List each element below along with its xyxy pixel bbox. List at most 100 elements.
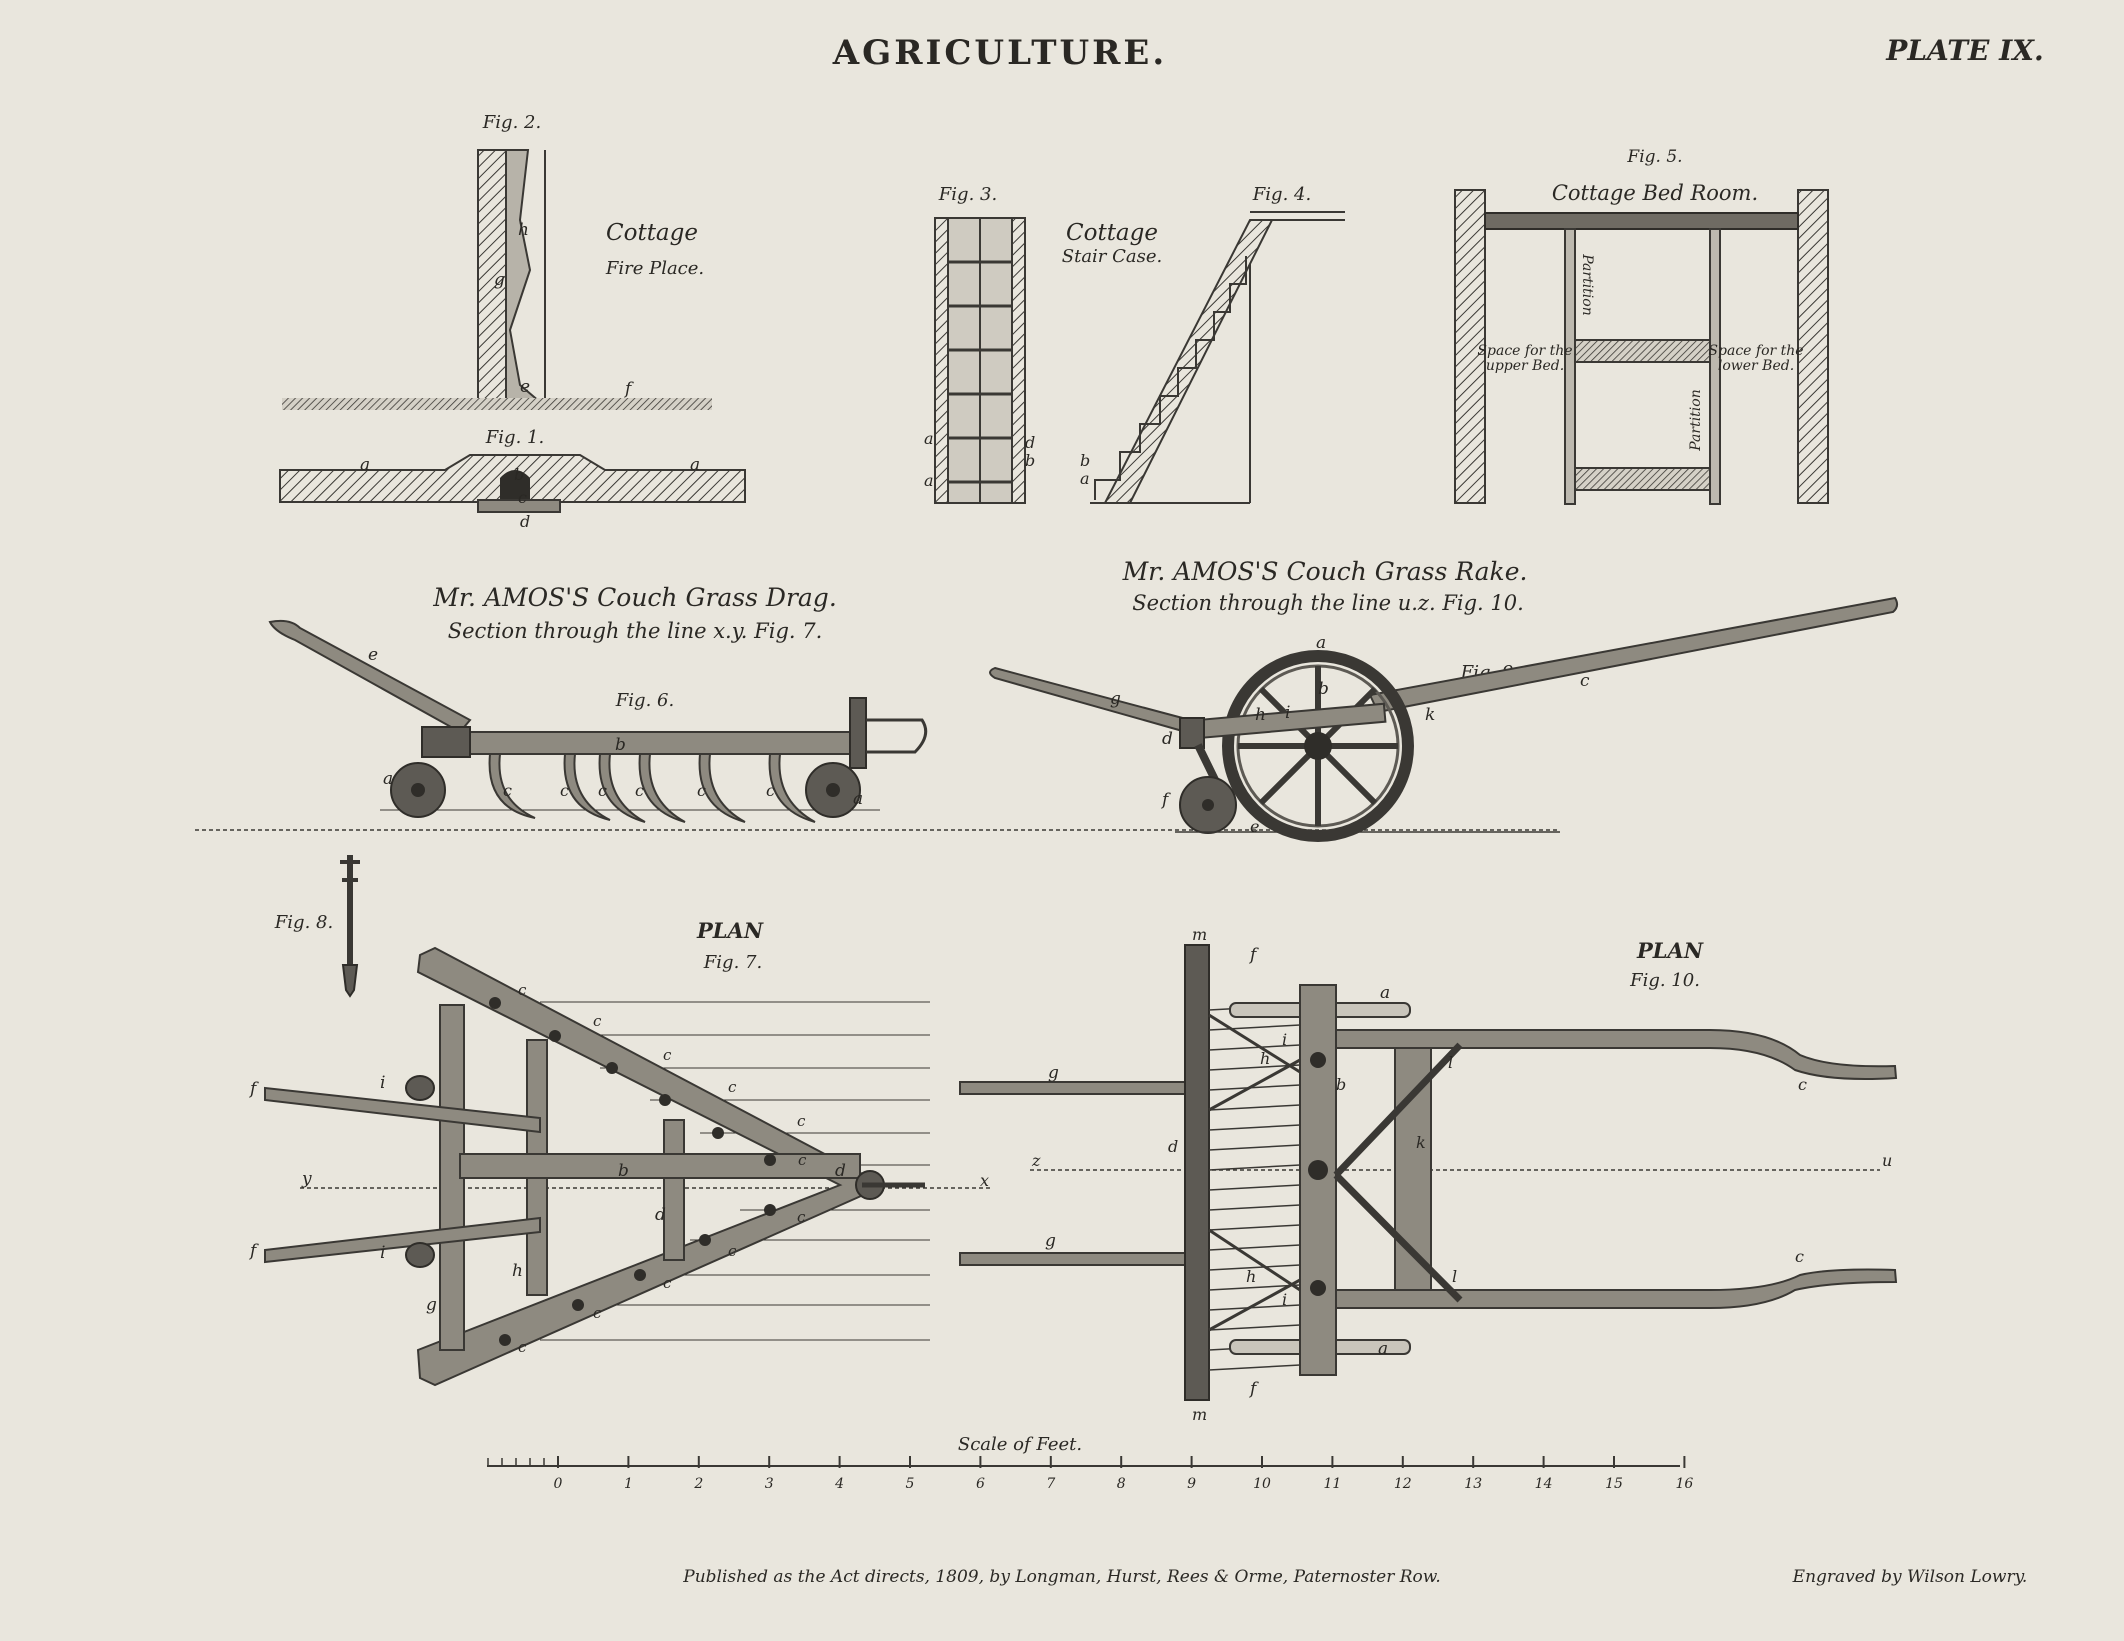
scale-tick-label: 0: [554, 1476, 563, 1492]
fig7-letter-c7: c: [728, 1242, 737, 1260]
fig1-letter-d: d: [520, 512, 530, 531]
fig2-letter-g: g: [494, 270, 505, 290]
fig6-letter-c5: c: [697, 781, 706, 800]
fig6-letter-a-left: a: [383, 769, 393, 789]
fig4-letter-b: b: [1080, 451, 1090, 470]
fig6-letter-e: e: [368, 645, 378, 665]
fig7-letter-c11: c: [798, 1151, 807, 1169]
fig4-letter-a: a: [1080, 469, 1090, 488]
fig9-letter-k: k: [1425, 705, 1435, 725]
fig10-letter-g-bottom: g: [1045, 1231, 1056, 1251]
plate-title: AGRICULTURE.: [832, 33, 1167, 73]
fig7-letter-y: y: [301, 1169, 312, 1189]
fig6-letter-c1: c: [503, 781, 512, 800]
fig10-letter-z: z: [1031, 1151, 1041, 1170]
fig6-letter-c2: c: [560, 781, 569, 800]
fig7-letter-b: b: [618, 1161, 629, 1181]
fig7-letter-d-mid: d: [655, 1205, 666, 1225]
fig10-number: Fig. 10.: [1629, 970, 1700, 991]
fig9-letter-d: d: [1162, 729, 1173, 749]
scale-tick-label: 13: [1464, 1476, 1482, 1492]
fig10-heading: PLAN: [1636, 938, 1704, 963]
fig5-bed-room: Fig. 5. Cottage Bed Room. Partition Part…: [1454, 147, 1829, 505]
fig7-letter-c8: c: [663, 1274, 672, 1292]
fig2-title: Cottage: [606, 220, 698, 246]
fig7-letter-c5: c: [797, 1112, 806, 1130]
fig10-letter-h-top: h: [1260, 1049, 1270, 1068]
fig9-title: Mr. AMOS'S Couch Grass Rake.: [1122, 557, 1528, 586]
fig9-subtitle: Section through the line u.z. Fig. 10.: [1132, 591, 1524, 615]
fig3-stair-section: Fig. 3. a a d b: [924, 184, 1035, 504]
fig5-title: Cottage Bed Room.: [1552, 181, 1758, 205]
fig10-letter-u: u: [1882, 1151, 1892, 1170]
fig9-letter-e: e: [1250, 817, 1259, 836]
fig1-hearth-section: Fig. 1. a a b c d: [279, 427, 746, 531]
engraver-credit: Engraved by Wilson Lowry.: [1792, 1567, 2028, 1587]
fig5-space-upper-line2: upper Bed.: [1486, 358, 1564, 374]
scale-tick-label: 7: [1046, 1476, 1055, 1492]
fig10-letter-c-bottom: c: [1795, 1247, 1804, 1266]
fig10-letter-f-bottom: f: [1248, 1379, 1259, 1399]
fig10-letter-i-top: i: [1282, 1030, 1287, 1049]
fig5-space-lower-line2: lower Bed.: [1718, 358, 1794, 374]
scale-tick-label: 6: [976, 1476, 985, 1492]
fig6-letter-c3: c: [598, 781, 607, 800]
fig9-letter-a: a: [1316, 633, 1326, 653]
fig6-subtitle: Section through the line x.y. Fig. 7.: [448, 619, 823, 643]
fig2-letter-e: e: [520, 377, 530, 397]
fig9-letter-h: h: [1255, 705, 1266, 725]
fig5-number: Fig. 5.: [1626, 147, 1682, 167]
fig3-letter-a-top: a: [924, 429, 934, 448]
scale-tick-label: 3: [765, 1476, 774, 1492]
fig7-letter-c4: c: [728, 1078, 737, 1096]
fig2-letter-f: f: [623, 379, 634, 399]
fig7-number: Fig. 7.: [703, 952, 762, 973]
fig7-heading: PLAN: [696, 918, 764, 943]
fig9-rake-elevation: Mr. AMOS'S Couch Grass Rake. Section thr…: [989, 557, 1899, 842]
fig10-letter-l-bottom: l: [1452, 1267, 1457, 1286]
fig7-letter-c3: c: [663, 1046, 672, 1064]
fig4-number: Fig. 4.: [1252, 184, 1311, 205]
scale-tick-label: 16: [1675, 1476, 1693, 1492]
fig10-letter-k: k: [1416, 1133, 1426, 1152]
scale-tick-label: 11: [1323, 1476, 1341, 1492]
fig3-letter-d: d: [1025, 433, 1035, 452]
fig10-letter-m-bottom: m: [1192, 1405, 1207, 1424]
fig7-letter-c1: c: [518, 981, 527, 999]
fig5-partition-lower: Partition: [1688, 389, 1704, 451]
fig10-letter-x: x: [980, 1171, 989, 1190]
fig5-space-upper-line1: Space for the: [1477, 343, 1572, 359]
fig7-letter-h: h: [512, 1261, 523, 1281]
scale-tick-label: 1: [624, 1476, 633, 1492]
fig9-letter-c: c: [1580, 671, 1590, 691]
fig10-letter-g-top: g: [1048, 1063, 1059, 1083]
fig10-letter-a-top: a: [1380, 983, 1390, 1003]
fig2-subtitle: Fire Place.: [605, 258, 704, 279]
scale-tick-label: 14: [1535, 1476, 1553, 1492]
fig5-partition-upper: Partition: [1579, 253, 1595, 315]
fig9-letter-b: b: [1318, 679, 1329, 699]
fig7-letter-c10: c: [518, 1338, 527, 1356]
fig8-number: Fig. 8.: [274, 912, 333, 933]
fig10-letter-c-top: c: [1798, 1075, 1807, 1094]
plate-number: PLATE IX.: [1885, 34, 2043, 67]
fig7-letter-c2: c: [593, 1012, 602, 1030]
publisher-imprint: Published as the Act directs, 1809, by L…: [682, 1567, 1440, 1587]
scale-tick-label: 2: [693, 1476, 703, 1492]
fig1-letter-b: b: [514, 465, 524, 484]
scale-tick-label: 15: [1605, 1476, 1623, 1492]
fig7-letter-c9: c: [593, 1304, 602, 1322]
fig6-number: Fig. 6.: [615, 690, 674, 711]
fig10-letter-i-bottom: i: [1282, 1290, 1287, 1309]
fig7-letter-i-top: i: [380, 1073, 385, 1093]
fig7-letter-f-top: f: [248, 1079, 259, 1099]
fig10-letter-f-top: f: [1248, 945, 1259, 965]
fig4-subtitle: Stair Case.: [1062, 246, 1163, 267]
scale-tick-label: 10: [1253, 1476, 1271, 1492]
fig10-rake-plan: PLAN Fig. 10.: [959, 925, 1898, 1424]
fig9-letter-f: f: [1160, 790, 1171, 810]
fig1-letter-a-right: a: [690, 455, 700, 475]
fig7-letter-f-bottom: f: [248, 1241, 259, 1261]
